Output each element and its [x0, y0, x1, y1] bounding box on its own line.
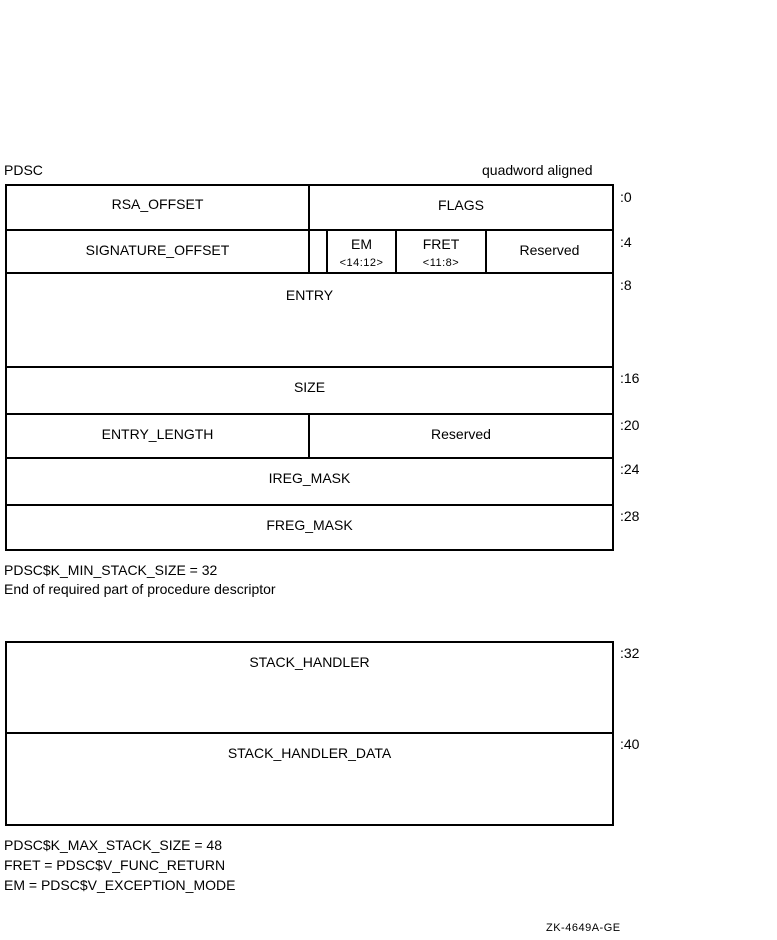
field-entry-length: ENTRY_LENGTH: [101, 426, 214, 442]
field-entry: ENTRY: [285, 287, 334, 303]
offset-label: :8: [620, 277, 632, 293]
field-stack-handler-data: STACK_HANDLER_DATA: [227, 745, 392, 761]
figure-code: ZK-4649A-GE: [546, 922, 621, 934]
field-reserved: Reserved: [519, 242, 580, 258]
min-stack-size-note: PDSC$K_MIN_STACK_SIZE = 32: [4, 562, 218, 578]
field-signature-offset: SIGNATURE_OFFSET: [85, 242, 230, 258]
field-freg-mask: FREG_MASK: [266, 517, 353, 533]
row-divider: [5, 366, 614, 368]
column-divider: [395, 229, 397, 273]
offset-label: :24: [620, 461, 640, 477]
offset-label: :20: [620, 417, 640, 433]
field-fret-bits: <11:8>: [422, 257, 460, 269]
legend-em: EM = PDSC$V_EXCEPTION_MODE: [4, 877, 236, 893]
row-divider: [5, 732, 614, 734]
column-divider: [326, 229, 328, 273]
field-rsa-offset: RSA_OFFSET: [111, 196, 204, 212]
field-ireg-mask: IREG_MASK: [268, 470, 351, 486]
column-divider: [308, 413, 310, 459]
row-divider: [5, 504, 614, 506]
alignment-label: quadword aligned: [482, 162, 593, 178]
offset-label: :28: [620, 508, 640, 524]
field-em: EM: [351, 236, 372, 252]
required-part-note: End of required part of procedure descri…: [4, 581, 276, 597]
offset-label: :4: [620, 234, 632, 250]
field-size: SIZE: [293, 379, 326, 395]
field-flags: FLAGS: [438, 197, 484, 213]
diagram-title: PDSC: [4, 162, 43, 178]
legend-fret: FRET = PDSC$V_FUNC_RETURN: [4, 857, 226, 873]
offset-label: :16: [620, 370, 640, 386]
field-fret: FRET: [422, 236, 460, 252]
column-divider: [308, 184, 310, 274]
offset-label: :32: [620, 645, 640, 661]
offset-label: :0: [620, 189, 632, 205]
field-stack-handler: STACK_HANDLER: [249, 654, 370, 670]
offset-label: :40: [620, 736, 640, 752]
field-em-bits: <14:12>: [339, 257, 384, 269]
column-divider: [485, 229, 487, 273]
field-reserved: Reserved: [431, 426, 491, 442]
legend-max-stack-size: PDSC$K_MAX_STACK_SIZE = 48: [4, 837, 222, 853]
